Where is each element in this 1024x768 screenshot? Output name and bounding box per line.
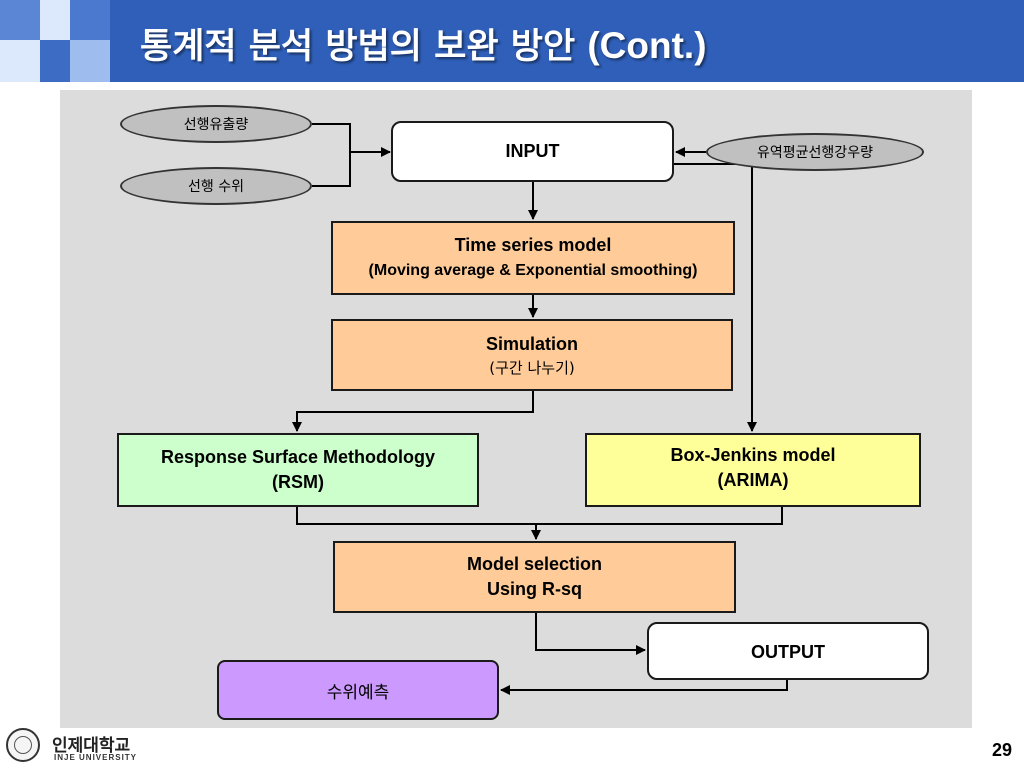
model-selection-title: Model selection bbox=[466, 554, 603, 574]
arrow-modelselection-to-output bbox=[535, 613, 646, 655]
time-series-subtitle: (Moving average & Exponential smoothing) bbox=[368, 262, 698, 279]
decor-square bbox=[70, 0, 110, 40]
slide-title-latin: (Cont.) bbox=[587, 25, 707, 66]
box-jenkins-subtitle: (ARIMA) bbox=[717, 470, 789, 490]
slide-title: 통계적 분석 방법의 보완 방안 (Cont.) bbox=[140, 18, 707, 69]
decor-square bbox=[70, 40, 110, 82]
connector-left-inputs bbox=[312, 123, 351, 187]
connector-merge bbox=[296, 507, 783, 525]
input-ellipse-basin-rainfall: 유역평균선행강우량 bbox=[706, 133, 924, 171]
decor-square bbox=[0, 40, 40, 82]
seal-inner-ring bbox=[14, 736, 32, 754]
university-name-english: INJE UNIVERSITY bbox=[54, 753, 138, 762]
input-ellipse-previous-runoff: 선행유출량 bbox=[120, 105, 312, 143]
water-level-forecast-box: 수위예측 bbox=[217, 660, 499, 720]
time-series-title: Time series model bbox=[454, 235, 612, 255]
page-number: 29 bbox=[992, 740, 1013, 760]
slide-header: 통계적 분석 방법의 보완 방안 (Cont.) bbox=[0, 0, 1024, 82]
decor-square bbox=[40, 40, 70, 82]
decor-square bbox=[40, 0, 70, 40]
university-name-korean: 인제대학교 bbox=[52, 736, 131, 756]
simulation-box: Simulation (구간 나누기) bbox=[331, 319, 733, 391]
ellipse-label: 선행 수위 bbox=[188, 179, 244, 195]
input-box-label: INPUT bbox=[505, 141, 560, 161]
model-selection-subtitle: Using R-sq bbox=[486, 579, 582, 599]
rsm-title: Response Surface Methodology bbox=[160, 447, 436, 467]
box-jenkins-title: Box-Jenkins model bbox=[670, 445, 836, 465]
box-jenkins-box: Box-Jenkins model (ARIMA) bbox=[585, 433, 921, 507]
slide-title-korean: 통계적 분석 방법의 보완 방안 bbox=[140, 27, 576, 67]
input-box: INPUT bbox=[391, 121, 674, 182]
forecast-label: 수위예측 bbox=[326, 682, 390, 703]
model-selection-box: Model selection Using R-sq bbox=[333, 541, 736, 613]
simulation-subtitle: (구간 나누기) bbox=[489, 359, 575, 377]
decor-square bbox=[0, 0, 40, 40]
rsm-box: Response Surface Methodology (RSM) bbox=[117, 433, 479, 507]
time-series-model-box: Time series model (Moving average & Expo… bbox=[331, 221, 735, 295]
university-seal-icon bbox=[6, 728, 40, 762]
simulation-title: Simulation bbox=[485, 334, 578, 354]
arrow-output-to-forecast bbox=[500, 680, 788, 695]
ellipse-label: 유역평균선행강우량 bbox=[757, 145, 873, 161]
ellipse-label: 선행유출량 bbox=[183, 117, 249, 133]
rsm-subtitle: (RSM) bbox=[272, 472, 324, 492]
output-box: OUTPUT bbox=[647, 622, 929, 680]
input-ellipse-previous-water-level: 선행 수위 bbox=[120, 167, 312, 205]
arrow-simulation-to-rsm bbox=[292, 391, 534, 432]
output-box-label: OUTPUT bbox=[751, 642, 825, 662]
